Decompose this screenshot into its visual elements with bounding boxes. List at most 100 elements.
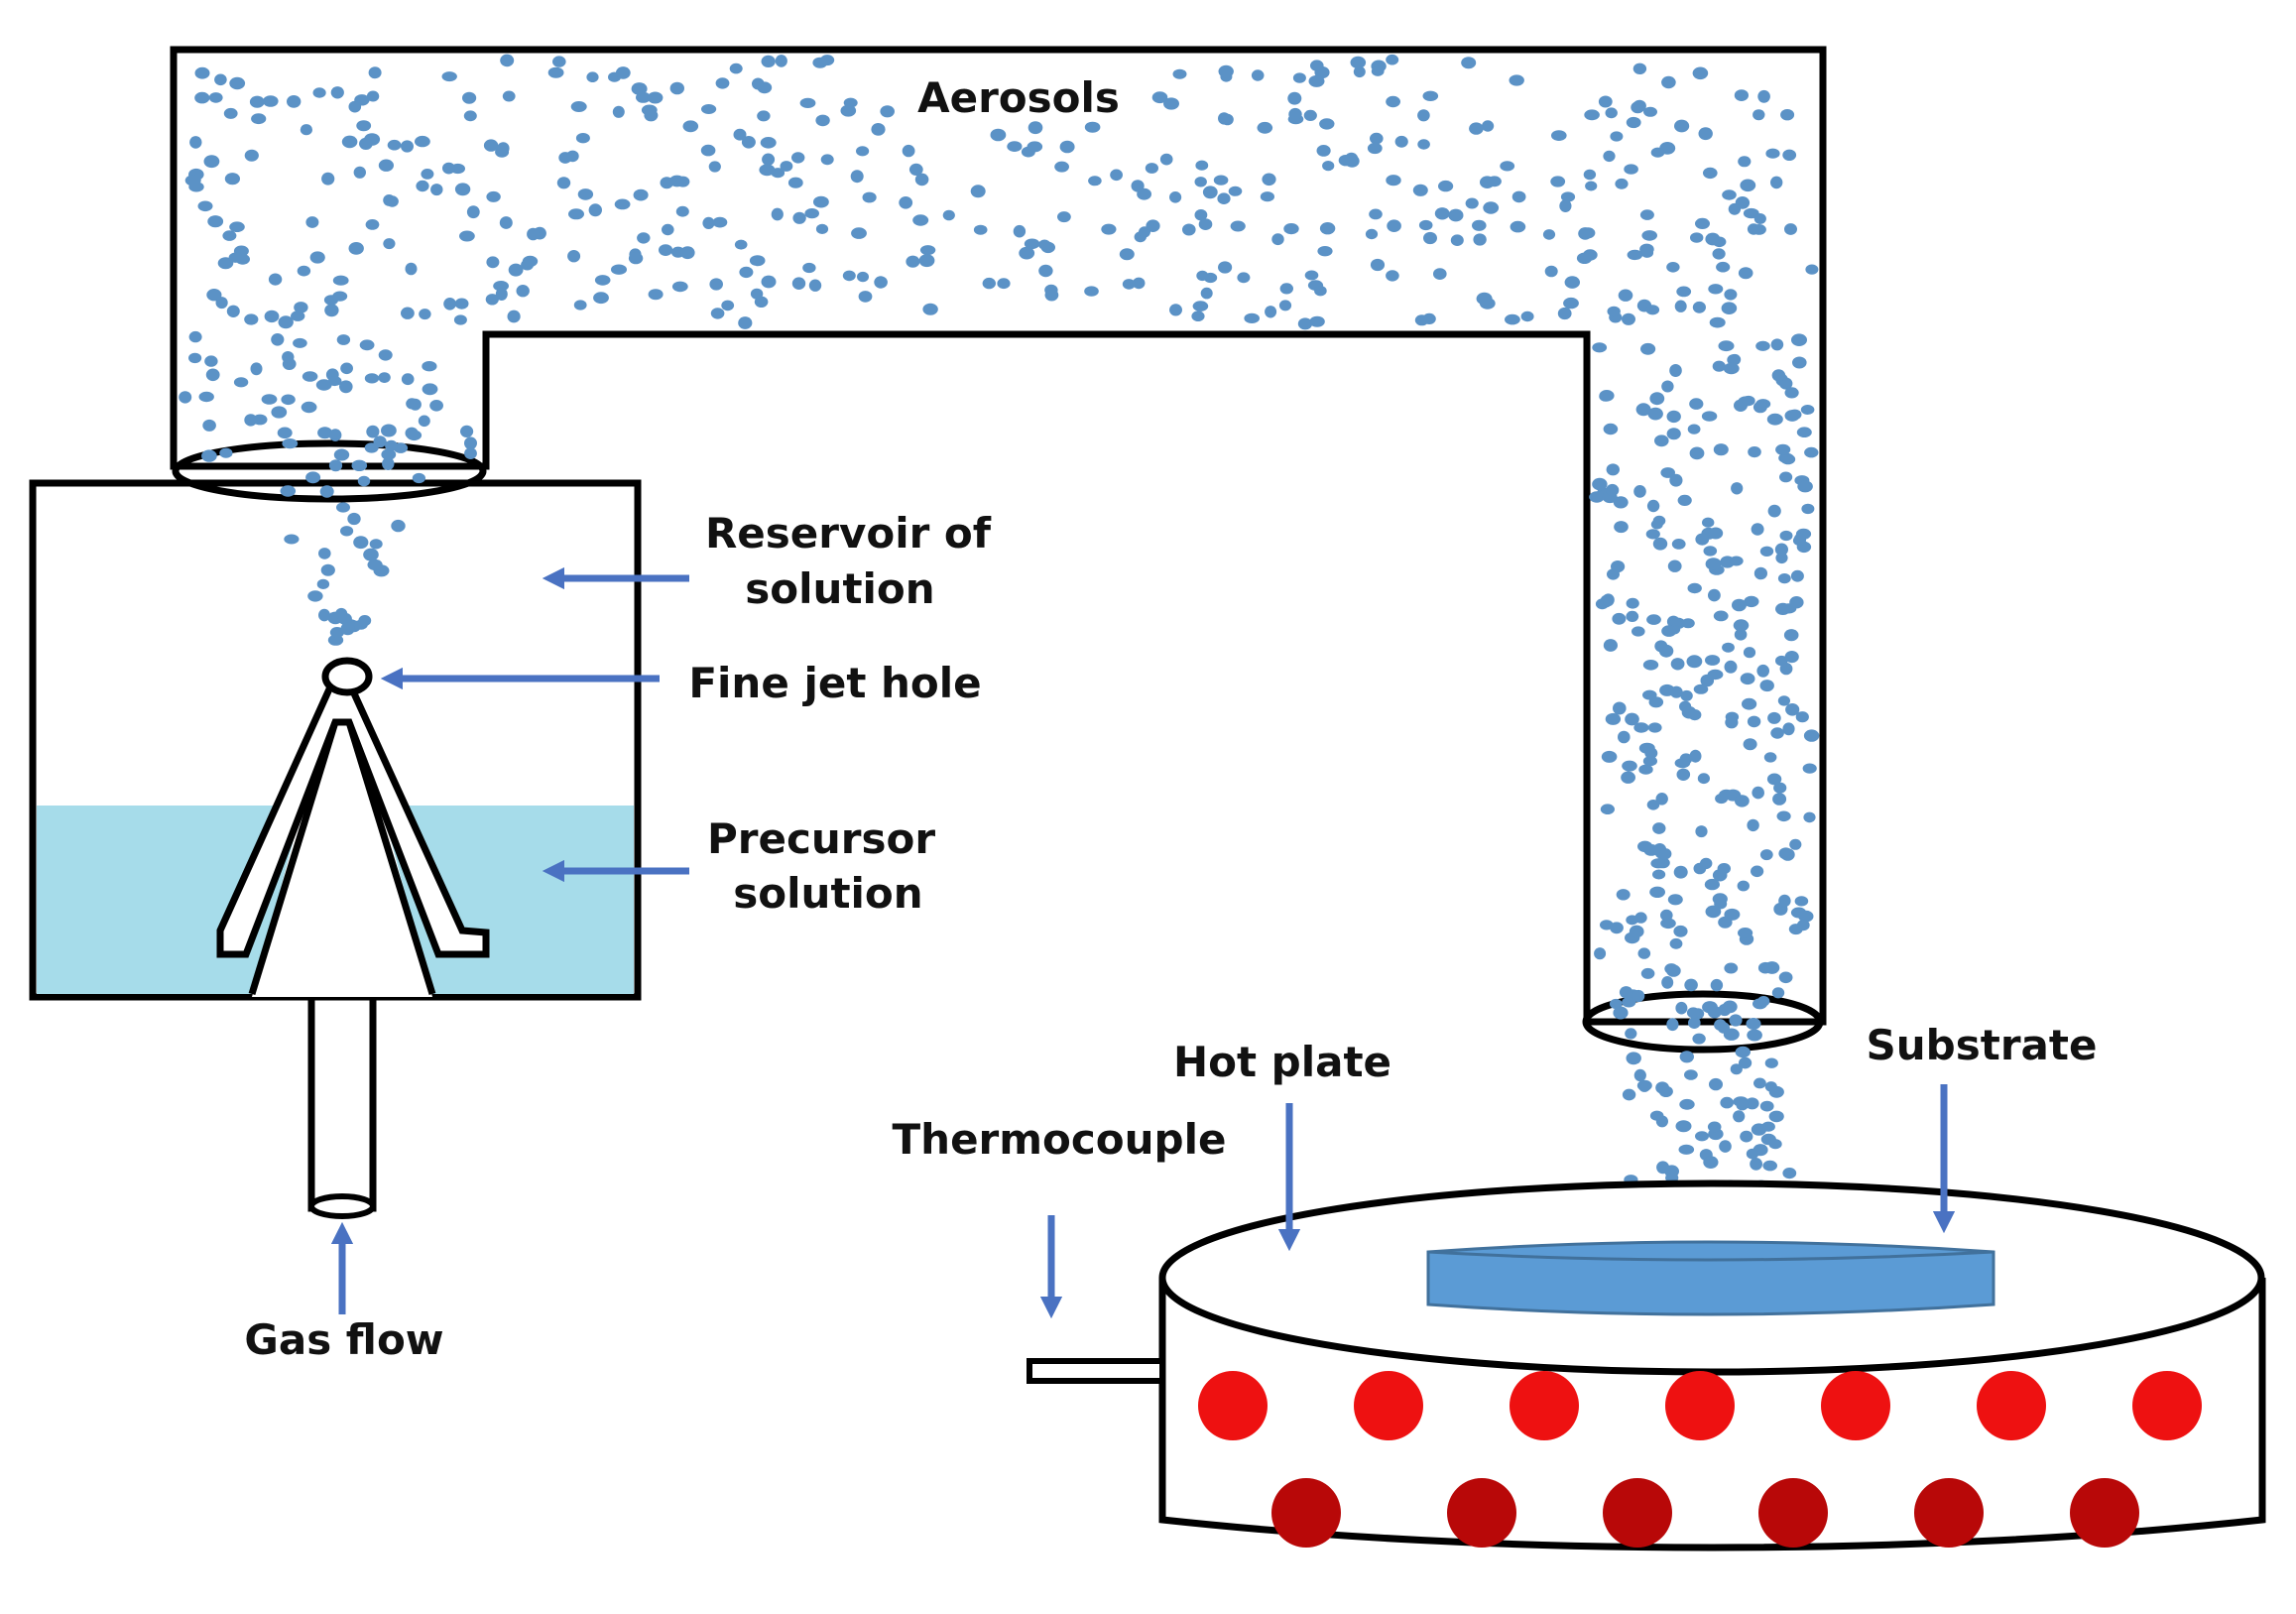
aerosol-droplet [1755,340,1770,351]
aerosol-droplet [1768,1085,1784,1098]
aerosol-droplet [261,394,278,405]
aerosol-droplet [208,92,223,103]
aerosol-droplet [1670,658,1685,671]
aerosol-droplet [1671,539,1686,550]
aerosol-droplet [1386,175,1401,186]
aerosol-droplet [700,144,716,157]
aerosol-droplet [1218,64,1234,78]
aerosol-droplet [791,152,805,164]
aerosol-droplet [1618,289,1633,302]
aerosol-droplet [734,239,748,250]
aerosol-droplet [1709,316,1726,328]
aerosol-droplet [429,400,443,412]
aerosol-droplet [363,548,379,561]
aerosol-droplet [1675,1120,1692,1133]
aerosol-droplet [1007,141,1023,153]
aerosol-droplet [1666,428,1681,440]
aerosol-droplet [1304,270,1319,281]
heating-element-upper [2132,1371,2202,1440]
aerosol-droplet [1681,618,1695,629]
aerosol-droplet [775,55,787,67]
aerosol-droplet [1645,305,1660,315]
aerosol-droplet [1146,219,1160,232]
aerosol-droplet [1196,270,1209,282]
aerosol-droplet [997,278,1011,290]
aerosol-droplet [1655,793,1668,806]
aerosol-droplet [1038,239,1051,250]
aerosol-droplet [1438,180,1454,192]
aerosol-droplet [1614,521,1629,534]
aerosol-droplet [1712,360,1726,372]
aerosol-droplet [1642,756,1657,767]
aerosol-droplet [1784,223,1797,235]
aerosol-droplet [710,308,725,319]
aerosol-droplet [1230,220,1246,232]
aerosol-droplet [328,459,343,472]
aerosol-droplet [499,216,513,229]
aerosol-droplet [1748,446,1761,458]
aerosol-droplet [1367,142,1383,155]
aerosol-droplet [1013,224,1027,238]
aerosol-droplet [1371,65,1385,76]
aerosol-droplet [1705,558,1722,570]
aerosol-droplet [1752,401,1767,414]
aerosol-droplet [462,91,477,104]
aerosol-droplet [324,304,339,317]
aerosol-droplet [942,209,955,221]
aerosol-droplet [820,55,835,66]
aerosol-droplet [1785,703,1800,716]
aerosol-droplet [1612,612,1627,625]
aerosol-droplet [1594,947,1607,960]
aerosol-droplet [194,66,210,79]
aerosol-droplet [1633,485,1646,498]
aerosol-droplet [1771,987,1785,999]
aerosol-droplet [1606,483,1620,497]
aerosol-droplet [1598,95,1613,108]
heating-element-lower [1447,1478,1516,1548]
aerosol-droplet [228,252,243,263]
aerosol-droplet [1734,89,1749,101]
aerosol-droplet [1434,207,1450,220]
aerosol-droplet [1792,356,1807,369]
aerosol-droplet [1603,150,1616,163]
aerosol-droplet [226,305,240,317]
heating-element-upper [1821,1371,1890,1440]
aerosol-droplet [1599,390,1615,402]
aerosol-droplet [1729,556,1744,566]
aerosol-droplet [1747,818,1759,832]
aerosol-droplet [1322,161,1335,172]
aerosol-droplet [1804,446,1819,458]
aerosol-droplet [383,238,396,250]
aerosol-droplet [188,352,202,364]
aerosol-droplet [1720,1096,1734,1109]
aerosol-droplet [1698,127,1713,141]
aerosol-droplet [1292,72,1306,83]
aerosol-droplet [357,475,371,487]
aerosol-droplet [1583,169,1597,181]
aerosol-droplet [739,266,754,279]
aerosol-droplet [1218,112,1231,125]
aerosol-droplet [1759,1100,1774,1112]
aerosol-droplet [1607,306,1621,317]
aerosol-droplet [332,291,348,302]
aerosol-droplet [1676,286,1692,298]
aerosol-droplet [527,227,540,241]
aerosol-droplet [1609,998,1623,1010]
aerosol-droplet [365,219,380,230]
aerosol-droplet [1641,230,1657,241]
aerosol-droplet [179,391,192,404]
aerosol-droplet [422,361,437,372]
aerosol-droplet [1169,304,1182,316]
aerosol-droplet [1708,284,1724,295]
aerosol-droplet [1626,116,1641,129]
aerosol-droplet [1645,529,1660,540]
aerosol-droplet [1744,595,1759,608]
aerosol-droplet [759,164,776,177]
aerosol-droplet [386,195,399,207]
aerosol-droplet [1680,689,1693,701]
aerosol-droplet [297,265,311,277]
aerosol-droplet [1632,62,1647,74]
aerosol-droplet [1695,533,1710,546]
aerosol-droplet [1592,477,1608,491]
